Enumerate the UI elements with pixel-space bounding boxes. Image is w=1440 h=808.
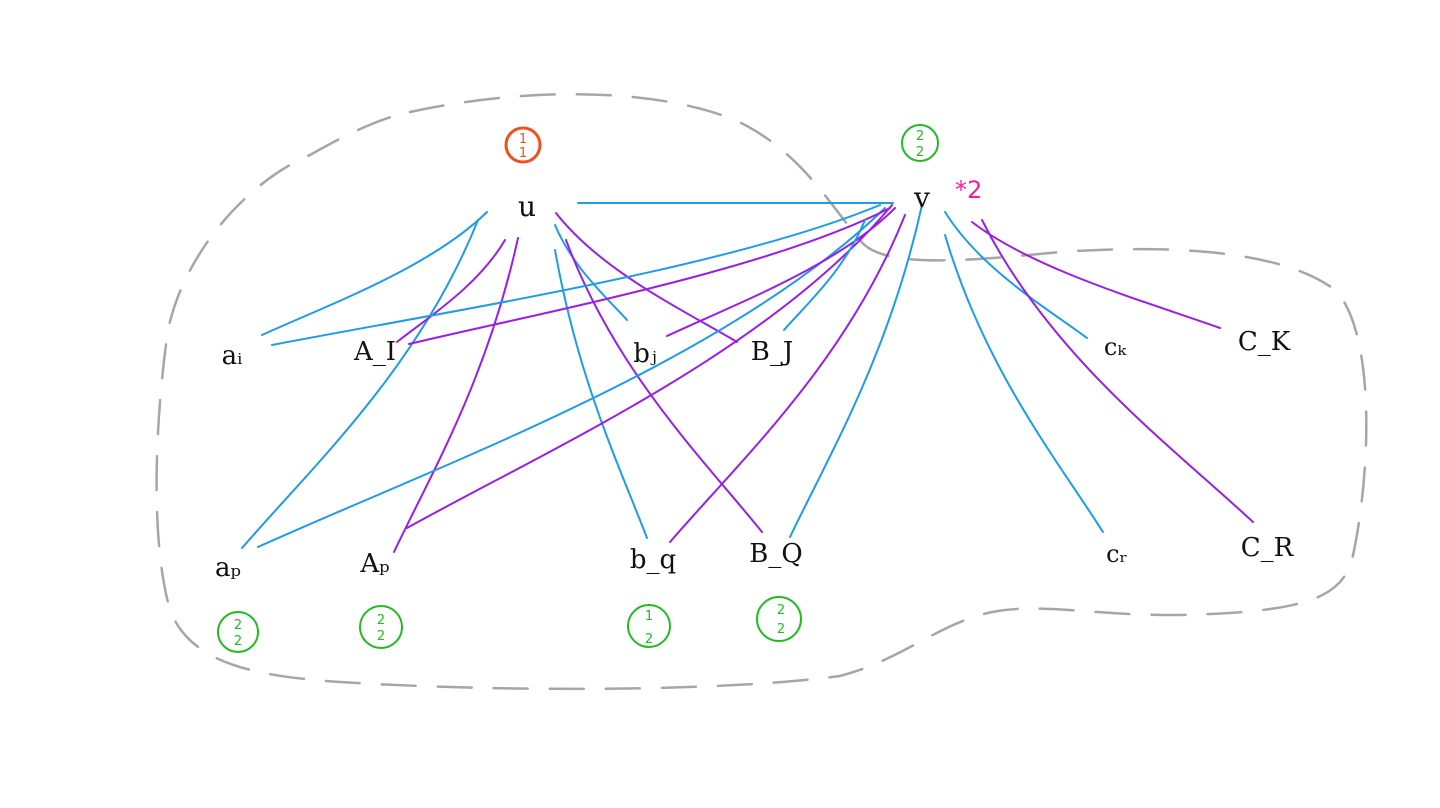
- badge-v-top: 2: [916, 129, 924, 144]
- badge-A-P: 2 2: [359, 605, 403, 649]
- edge-v-A_P: [406, 204, 893, 529]
- badge-B-Q-bottom: 2: [777, 622, 785, 637]
- edge-v-B_Q: [789, 204, 923, 538]
- badge-u-circle: [504, 126, 542, 164]
- node-a-p: aₚ: [215, 553, 241, 583]
- node-u: u: [518, 190, 536, 223]
- badge-B-Q-circle: [756, 596, 802, 642]
- badge-b-q-bottom: 2: [645, 632, 653, 647]
- badge-b-q-circle: [627, 604, 671, 648]
- badge-v: 2 2: [901, 124, 939, 162]
- node-C-R: C_R: [1241, 533, 1295, 563]
- badge-v-circle: [901, 124, 939, 162]
- edge-v-b_q: [669, 214, 906, 543]
- edge-v-c_k: [944, 211, 1088, 339]
- badge-A-P-top: 2: [377, 613, 385, 628]
- edge-v-C_R: [981, 219, 1254, 523]
- badge-A-P-circle: [359, 605, 403, 649]
- edge-u-A_I: [396, 239, 506, 343]
- v-star-mark: *2: [955, 176, 982, 204]
- node-v: v: [913, 181, 930, 214]
- edge-u-b_j: [554, 224, 628, 321]
- edge-u-B_J: [555, 212, 738, 343]
- edge-v-C_K: [971, 221, 1221, 329]
- edge-v-A_I: [408, 207, 891, 345]
- edge-u-b_q: [554, 249, 648, 539]
- badge-a-p: 2 2: [217, 611, 259, 653]
- edge-v-c_r: [944, 234, 1104, 533]
- edge-v-a_p: [257, 207, 886, 548]
- edge-u-a_i: [261, 211, 488, 336]
- region-outline: [155, 92, 1368, 691]
- badge-B-Q-top: 2: [777, 603, 785, 618]
- edge-v-b_j: [666, 207, 896, 337]
- edge-u-B_Q: [565, 239, 763, 533]
- edges-layer: [241, 201, 1254, 553]
- node-B-Q: B_Q: [749, 539, 802, 569]
- edge-u-a_p: [241, 219, 479, 549]
- badge-u-top: 1: [519, 132, 527, 147]
- node-b-j: bⱼ: [633, 339, 657, 369]
- node-a-i: aᵢ: [222, 341, 243, 371]
- node-A-P: Aₚ: [359, 549, 389, 579]
- node-c-r: cᵣ: [1106, 540, 1128, 568]
- edge-v-B_J: [783, 219, 866, 331]
- node-B-J: B_J: [751, 337, 794, 367]
- badge-v-bottom: 2: [916, 145, 924, 160]
- badge-a-p-circle: [217, 611, 259, 653]
- edge-v-a_i: [271, 204, 881, 346]
- node-b-q: b_q: [630, 545, 676, 575]
- node-A-I: A_I: [353, 337, 396, 367]
- badge-B-Q: 2 2: [756, 596, 802, 642]
- node-c-k: cₖ: [1104, 333, 1127, 361]
- node-C-K: C_K: [1238, 327, 1291, 357]
- badge-A-P-bottom: 2: [377, 629, 385, 644]
- badge-b-q-top: 1: [645, 609, 653, 624]
- badge-b-q: 1 2: [627, 604, 671, 648]
- badge-a-p-bottom: 2: [234, 634, 242, 649]
- badge-u: 1 1: [504, 126, 542, 164]
- badge-u-bottom: 1: [519, 146, 527, 161]
- badge-a-p-top: 2: [234, 618, 242, 633]
- edge-u-A_P: [393, 237, 519, 553]
